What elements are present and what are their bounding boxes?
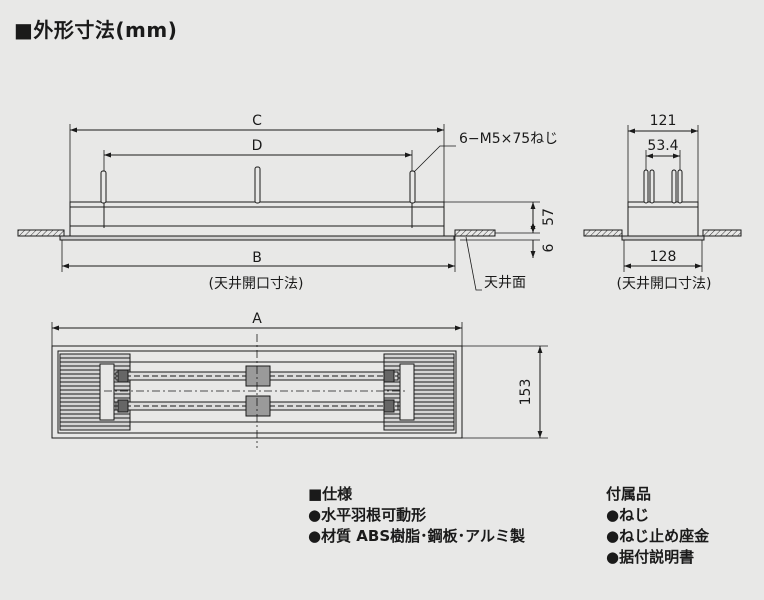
- screw-leader: [413, 145, 456, 173]
- page-title: ■外形寸法(mm): [14, 18, 178, 42]
- front-view: [17, 124, 540, 291]
- opening-label-right: (天井開口寸法): [617, 276, 712, 292]
- spec-item: ●水平羽根可動形: [308, 506, 427, 524]
- plan-bracket-lower: [245, 395, 271, 417]
- screw-left: [100, 170, 107, 204]
- dim-label-b: B: [252, 250, 262, 266]
- dim-label-153: 153: [518, 379, 534, 406]
- spec-block: ■仕様 ●水平羽根可動形 ●材質 ABS樹脂･鋼板･アルミ製: [308, 484, 525, 547]
- dim-label-57: 57: [541, 208, 557, 226]
- dim-label-121: 121: [650, 113, 677, 129]
- side-view: [583, 125, 742, 272]
- side-ceiling-right: [702, 229, 742, 237]
- ceiling-slab-left: [17, 229, 65, 237]
- plan-grille-right: [383, 353, 455, 431]
- screw-center: [254, 166, 261, 204]
- dim-label-c: C: [252, 113, 262, 129]
- dim-label-53-4: 53.4: [647, 138, 678, 154]
- opening-label-left: (天井開口寸法): [209, 276, 304, 292]
- flange: [59, 235, 455, 241]
- side-ceiling-left: [583, 229, 623, 237]
- dim-label-128: 128: [650, 249, 677, 265]
- side-screw-3: [671, 169, 677, 204]
- plan-grille-left: [59, 353, 131, 431]
- ceiling-label: 天井面: [484, 275, 526, 291]
- plan-bracket-upper: [245, 365, 271, 387]
- accessories-block: 付属品 ●ねじ ●ねじ止め座金 ●据付説明書: [606, 484, 709, 568]
- accessory-item: ●ねじ: [606, 506, 650, 524]
- ceiling-leader: [465, 236, 482, 291]
- side-screw-2: [649, 169, 655, 204]
- accessories-header: 付属品: [606, 485, 652, 503]
- accessory-item: ●据付説明書: [606, 548, 695, 566]
- spec-item: ●材質 ABS樹脂･鋼板･アルミ製: [308, 527, 526, 545]
- screw-label: 6−M5×75ねじ: [459, 131, 558, 147]
- dim-label-6: 6: [541, 243, 557, 252]
- dim-label-a: A: [252, 311, 262, 327]
- ceiling-slab-right: [454, 229, 496, 237]
- screw-right: [409, 170, 416, 204]
- plan-view: [51, 322, 548, 448]
- accessory-item: ●ねじ止め座金: [606, 527, 710, 545]
- dim-label-d: D: [252, 138, 263, 154]
- side-flange: [621, 235, 705, 241]
- side-body: [627, 201, 699, 237]
- spec-header: ■仕様: [308, 485, 353, 503]
- side-screw-1: [643, 169, 649, 204]
- side-screw-4: [677, 169, 683, 204]
